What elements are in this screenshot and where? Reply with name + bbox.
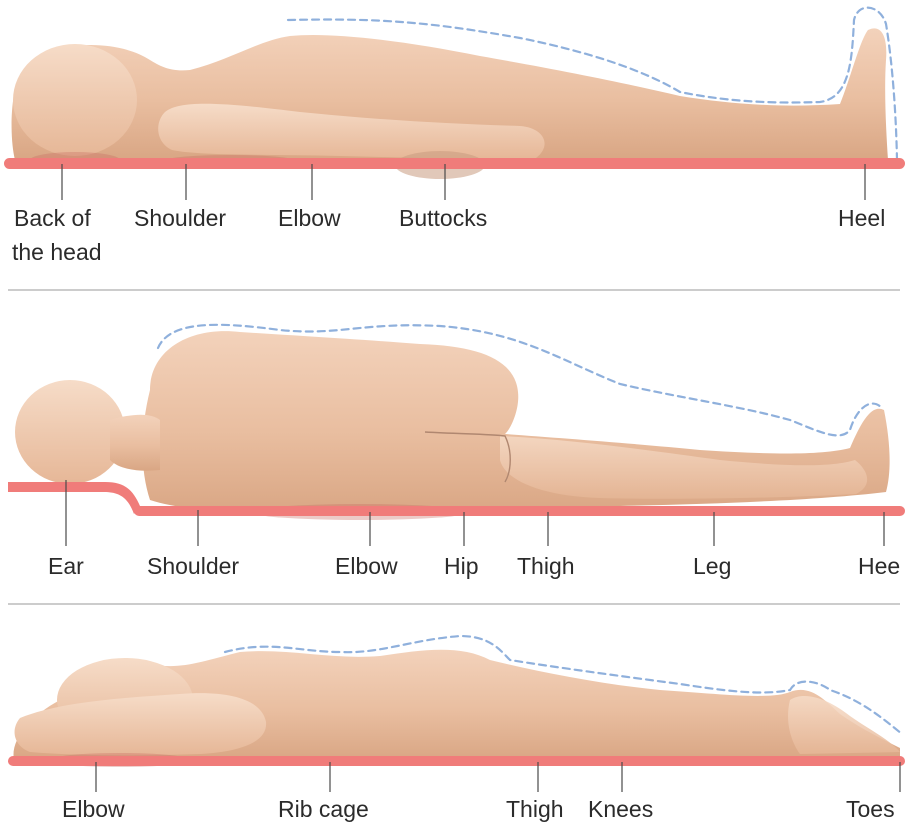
panel-prone: Elbow Rib cage Thigh Knees Toes [8, 636, 905, 822]
label-heel-2: Hee [858, 553, 900, 579]
label-heel-1: Heel [838, 205, 885, 231]
prone-body [13, 650, 900, 767]
label-knees: Knees [588, 796, 653, 822]
prone-mattress-surface [8, 756, 905, 766]
label-shoulder-2: Shoulder [147, 553, 239, 579]
label-rib-cage: Rib cage [278, 796, 369, 822]
label-buttocks: Buttocks [399, 205, 487, 231]
supine-body [12, 28, 888, 179]
label-hip: Hip [444, 553, 479, 579]
label-back-of: Back of [14, 205, 91, 231]
label-thigh-2: Thigh [506, 796, 564, 822]
label-toes: Toes [846, 796, 895, 822]
label-elbow-2: Elbow [335, 553, 398, 579]
label-thigh-1: Thigh [517, 553, 575, 579]
lateral-mattress-surface [134, 506, 905, 516]
label-elbow-3: Elbow [62, 796, 125, 822]
panel-supine: Back of the head Shoulder Elbow Buttocks… [4, 8, 905, 265]
label-shoulder-1: Shoulder [134, 205, 226, 231]
label-ear: Ear [48, 553, 84, 579]
lateral-pillow-surface [8, 482, 140, 514]
lateral-body [15, 331, 890, 520]
supine-mattress-surface [4, 158, 905, 169]
panel-lateral: Ear Shoulder Elbow Hip Thigh Leg Hee [8, 325, 905, 579]
label-leg: Leg [693, 553, 731, 579]
label-elbow-1: Elbow [278, 205, 341, 231]
label-the-head: the head [12, 239, 102, 265]
